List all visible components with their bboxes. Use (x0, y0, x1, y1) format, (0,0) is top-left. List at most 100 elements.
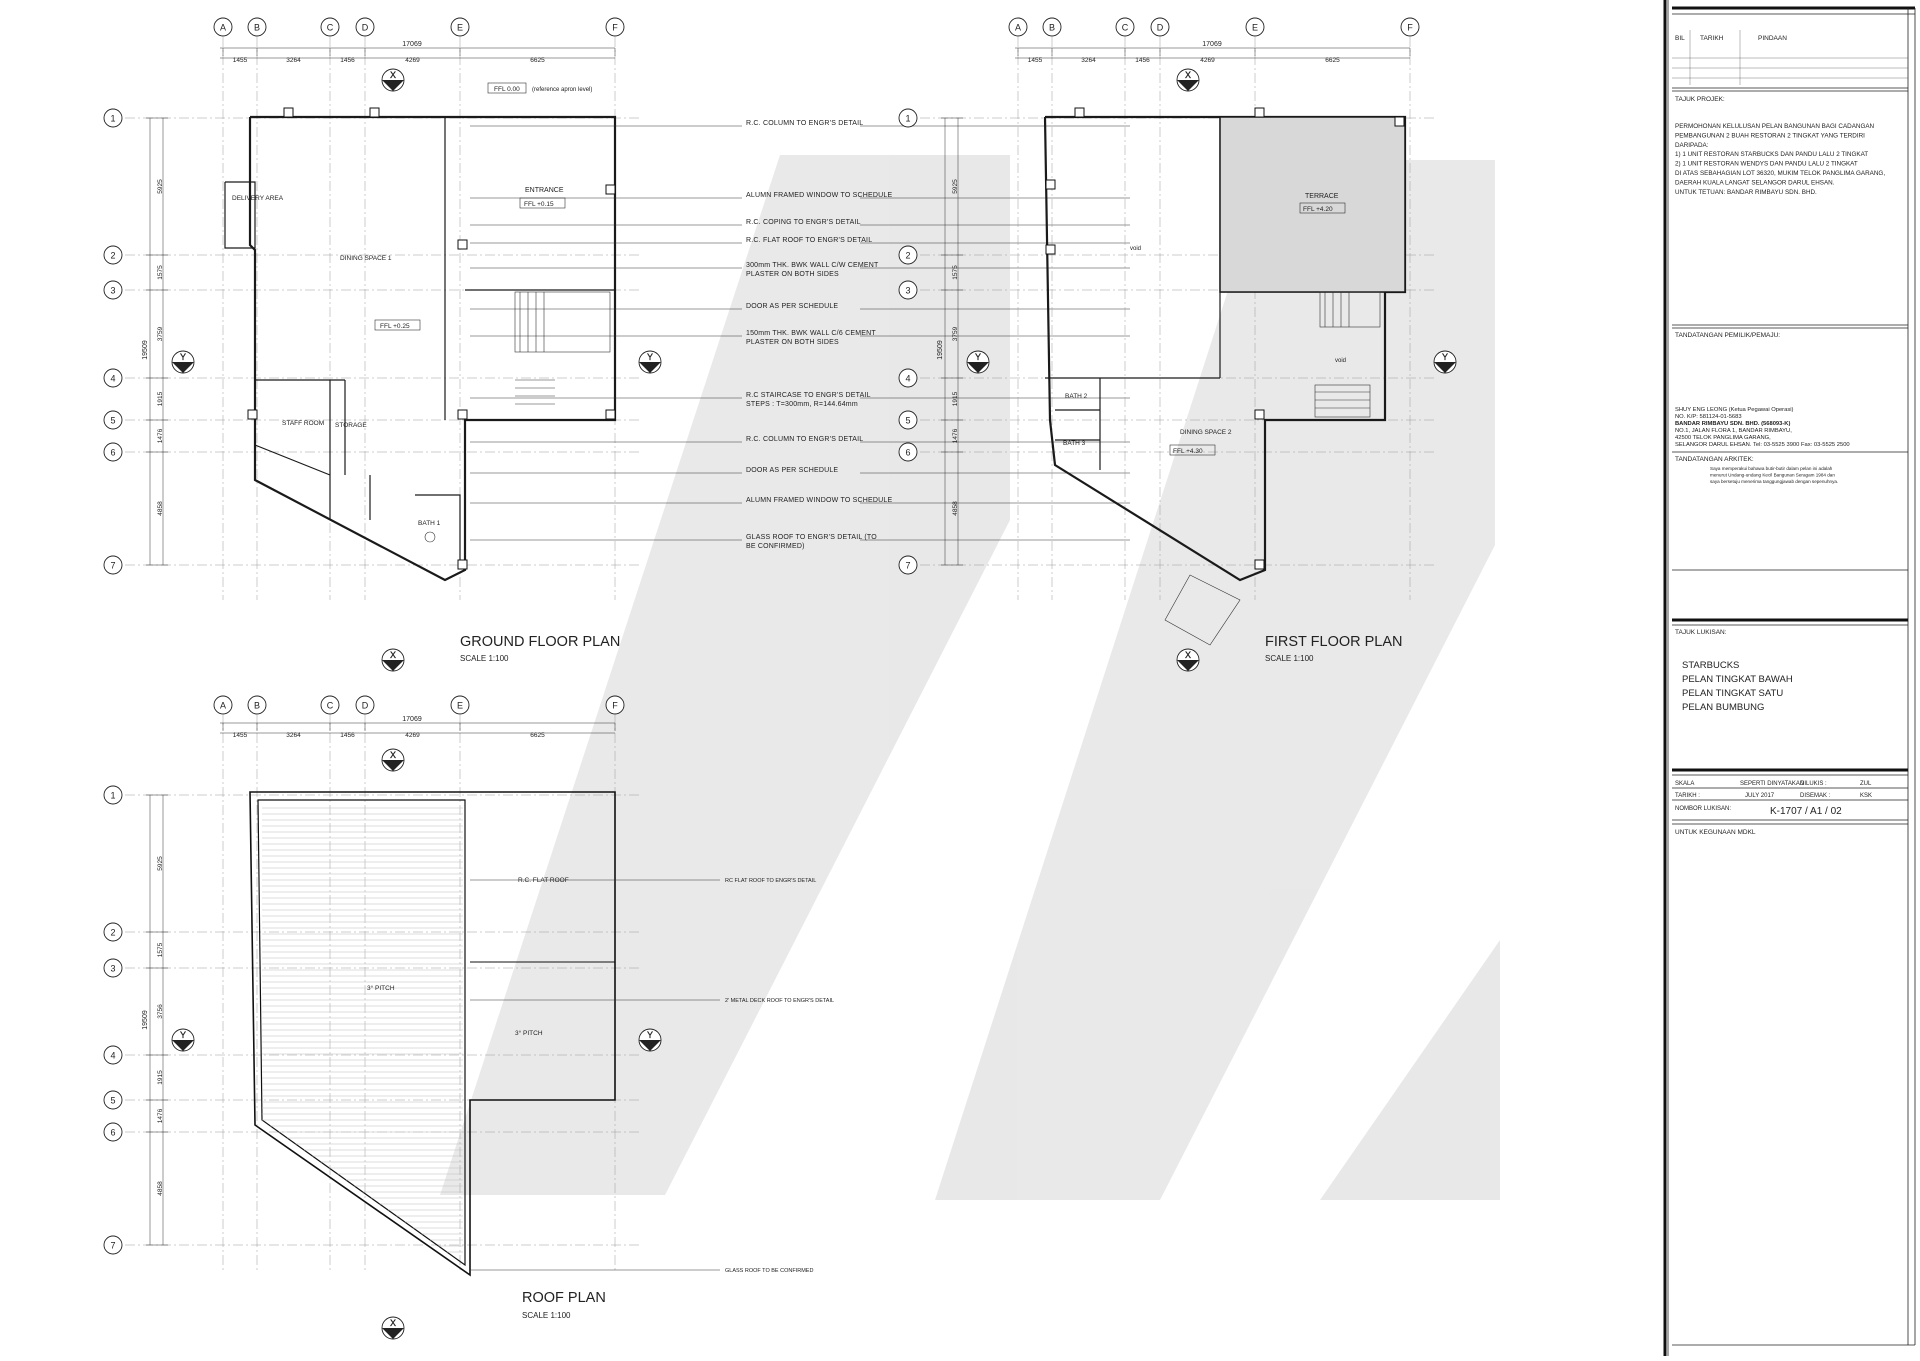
first-plan-scale: SCALE 1:100 (1265, 654, 1314, 663)
row-dim: 5925 (157, 179, 164, 194)
grid-bubble-E (450, 695, 470, 715)
grid-bubble-A (213, 695, 233, 715)
revision-col-tarikh: TARIKH (1700, 35, 1724, 42)
grid-label-D: D (362, 701, 369, 711)
grid-bubble-D (355, 695, 375, 715)
grid-label-1: 1 (905, 114, 910, 124)
drawing-title-line: PELAN TINGKAT BAWAH (1682, 674, 1793, 685)
grid-label-A: A (1015, 23, 1021, 33)
first-plan-title: FIRST FLOOR PLAN (1265, 634, 1403, 650)
drawing-no-label: NOMBOR LUKISAN: (1675, 806, 1731, 812)
svg-text:Y: Y (647, 352, 653, 362)
checked-label: DISEMAK : (1800, 793, 1831, 799)
grid-bubble-C (320, 695, 340, 715)
terrace-ffl: FFL +4.20 (1303, 206, 1333, 213)
grid-bubble-D (355, 17, 375, 37)
owner-signature-label: TANDATANGAN PEMILIK/PEMAJU: (1675, 332, 1780, 339)
row-dim: 1915 (157, 391, 164, 406)
grid-label-1: 1 (110, 114, 115, 124)
column-dim: 4269 (405, 57, 420, 64)
grid-bubble-F (1400, 17, 1420, 37)
grid-label-F: F (1407, 23, 1413, 33)
svg-text:Y: Y (180, 352, 186, 362)
column-dim: 1455 (233, 732, 248, 739)
svg-text:Y: Y (180, 1030, 186, 1040)
grid-label-D: D (1157, 23, 1164, 33)
row-dim: 1476 (952, 428, 959, 443)
y-marker-left: Y (171, 350, 195, 374)
ffl-reference: FFL 0.00 (494, 86, 520, 93)
scale-label: SKALA (1675, 781, 1694, 787)
grid-label-6: 6 (110, 1128, 115, 1138)
overall-width-dim: 17069 (402, 716, 422, 723)
row-dim: 4858 (157, 1181, 164, 1196)
grid-label-3: 3 (905, 286, 910, 296)
grid-bubble-5 (898, 410, 918, 430)
grid-bubble-A (213, 17, 233, 37)
grid-bubble-4 (103, 368, 123, 388)
roof-callout-text: GLASS ROOF TO BE CONFIRMED (725, 1268, 813, 1274)
checked-value: KSK (1860, 793, 1872, 799)
grid-bubble-1 (103, 108, 123, 128)
project-description-line: DAERAH KUALA LANGAT SELANGOR DARUL EHSAN… (1675, 179, 1835, 186)
entrance-ffl: FFL +0.15 (524, 201, 554, 208)
callout-text: PLASTER ON BOTH SIDES (746, 339, 839, 346)
project-description-line: UNTUK TETUAN: BANDAR RIMBAYU SDN. BHD. (1675, 189, 1817, 196)
grid-label-4: 4 (110, 1051, 115, 1061)
grid-label-5: 5 (110, 1096, 115, 1106)
grid-bubble-6 (103, 442, 123, 462)
grid-bubble-B (1042, 17, 1062, 37)
owner-line: BANDAR RIMBAYU SDN. BHD. (568093-K) (1675, 421, 1790, 427)
column-dim: 4269 (1200, 57, 1215, 64)
column-dim: 3264 (286, 57, 301, 64)
dining-2-ffl: FFL +4.30 (1173, 448, 1203, 455)
svg-text:X: X (1185, 70, 1191, 80)
callout-text: GLASS ROOF TO ENGR'S DETAIL (TO (746, 534, 877, 541)
grid-bubble-C (320, 17, 340, 37)
drawing-title-line: PELAN TINGKAT SATU (1682, 688, 1783, 699)
grid-bubble-7 (103, 1235, 123, 1255)
grid-label-D: D (362, 23, 369, 33)
callout-text: STEPS : T=300mm, R=144.64mm (746, 401, 858, 408)
void-1: void (1130, 246, 1141, 252)
callout-text: R.C STAIRCASE TO ENGR'S DETAIL (746, 392, 871, 399)
y-marker-right: Y (638, 1028, 662, 1052)
overall-height-dim: 19509 (937, 340, 944, 360)
x-marker-top: X (1176, 68, 1200, 92)
grid-label-C: C (1122, 23, 1129, 33)
row-dim: 1915 (157, 1070, 164, 1085)
grid-bubble-3 (103, 958, 123, 978)
project-title-label: TAJUK PROJEK: (1675, 96, 1725, 103)
column-dim: 1456 (340, 732, 355, 739)
callout-text: PLASTER ON BOTH SIDES (746, 271, 839, 278)
room-storage: STORAGE (335, 422, 367, 429)
architect-statement-line: Saya memperakui bahawa butir-butir dalam… (1710, 466, 1833, 471)
project-description-line: 2) 1 UNIT RESTORAN WENDYS DAN PANDU LALU… (1675, 161, 1858, 168)
column-dim: 6625 (1325, 57, 1340, 64)
room-bath-3: BATH 3 (1063, 440, 1086, 447)
revision-col-bil: BIL (1675, 35, 1685, 42)
architect-signature-label: TANDATANGAN ARKITEK: (1675, 456, 1754, 463)
row-dim: 4858 (952, 501, 959, 516)
grid-label-5: 5 (905, 416, 910, 426)
callout-text: 300mm THK. BWK WALL C/W CEMENT (746, 262, 879, 269)
owner-line: SHUY ENG LEONG (Ketua Pegawai Operasi) (1675, 407, 1794, 413)
grid-bubble-4 (103, 1045, 123, 1065)
column-dim: 6625 (530, 732, 545, 739)
column-dim: 4269 (405, 732, 420, 739)
grid-label-2: 2 (110, 928, 115, 938)
svg-text:X: X (390, 750, 396, 760)
architect-statement-line: saya bersetuju menerima tanggungjawab de… (1710, 479, 1838, 484)
grid-bubble-5 (103, 410, 123, 430)
row-dim: 1476 (157, 428, 164, 443)
row-dim: 1575 (157, 942, 164, 957)
column-dim: 3264 (1081, 57, 1096, 64)
x-marker-bottom: X (381, 648, 405, 672)
room-dining-1: DINING SPACE 1 (340, 255, 392, 262)
row-dim: 1575 (157, 265, 164, 280)
revision-col-pindaan: PINDAAN (1758, 35, 1787, 42)
row-dim: 4858 (157, 501, 164, 516)
